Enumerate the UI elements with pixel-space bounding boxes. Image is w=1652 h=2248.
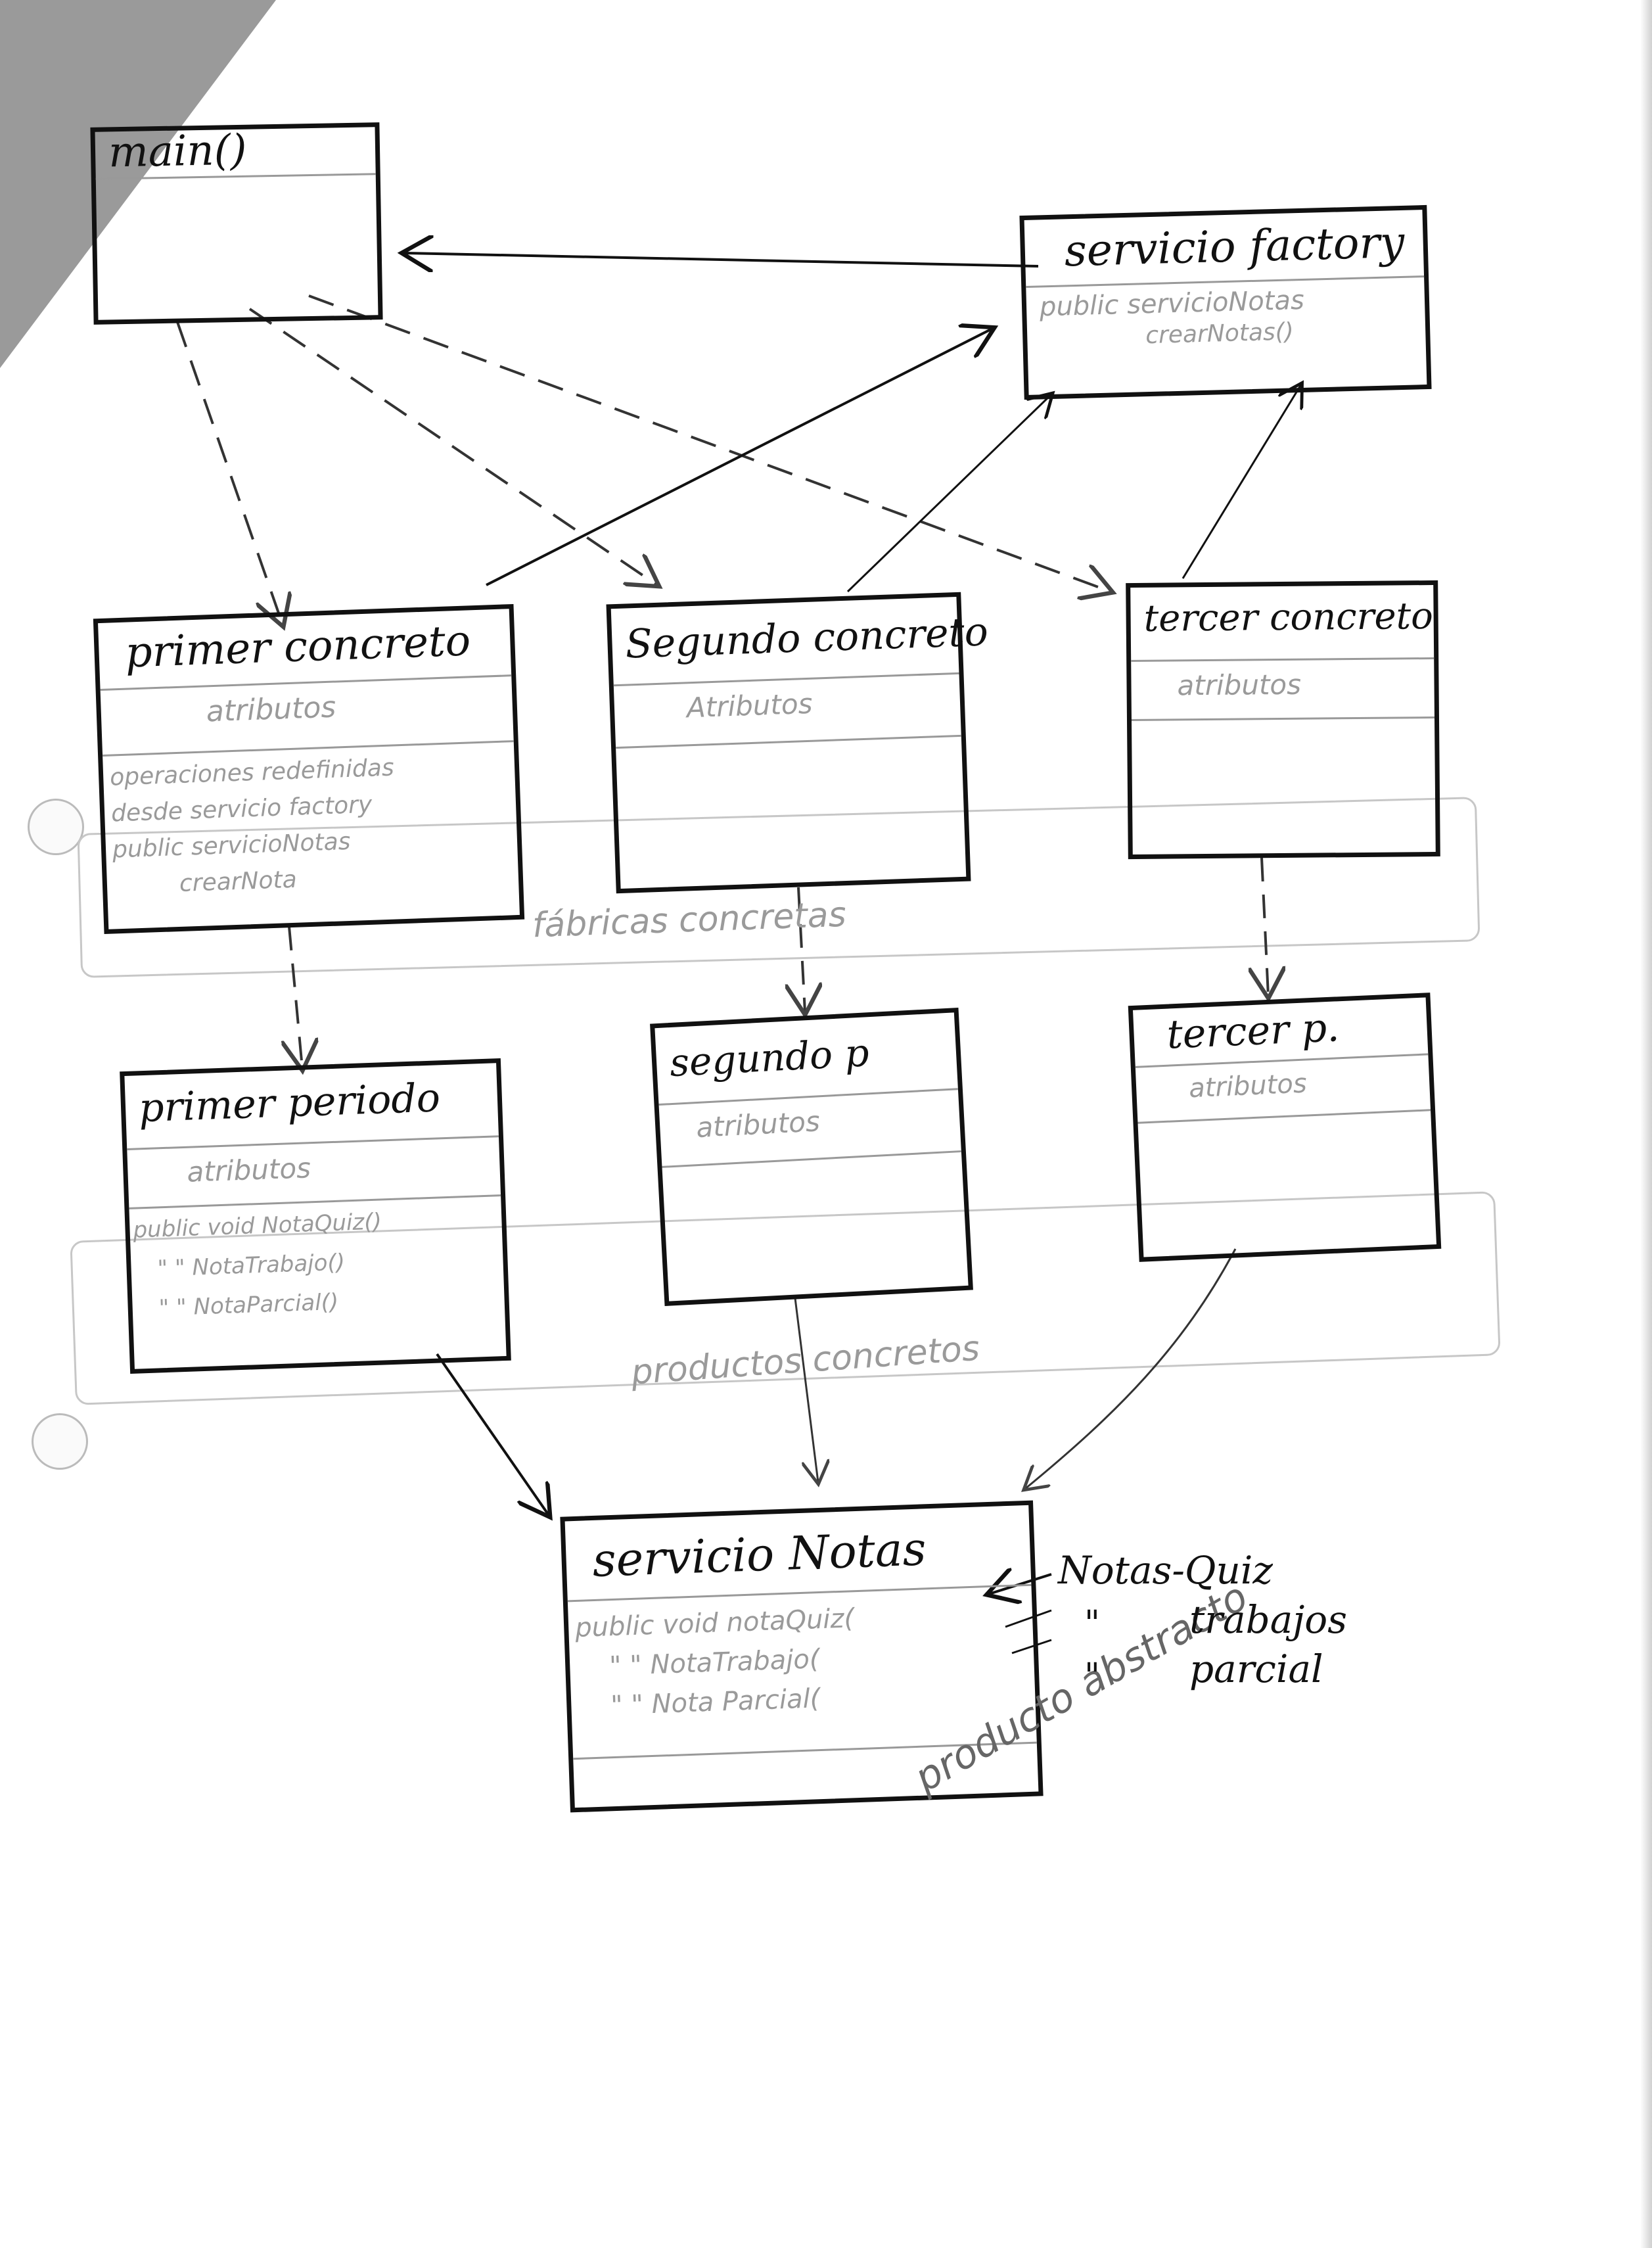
primer-concreto-attributes: atributos [205,690,337,729]
servicio-factory-method-line1: public servicioNotas [1039,285,1305,323]
primer-periodo-box: primer periodo atributos public void Not… [120,1058,511,1374]
parcial-ditto-mark: " [1084,1656,1100,1696]
segundo-p-box: segundo p atributos [650,1007,973,1307]
primer-periodo-method-3: " " NotaParcial() [158,1288,339,1322]
segundo-p-attributes: atributos [695,1105,821,1144]
trabajos-annotation: trabajos [1189,1597,1347,1642]
servicio-notas-title: servicio Notas [591,1522,927,1587]
servicio-notas-method-2: " " NotaTrabajo( [608,1644,821,1682]
servicio-factory-method-line2: crearNotas() [1145,318,1295,350]
tercer-p-to-servicio-notas-line [1025,1248,1237,1489]
primer-concreto-ops-line1: operaciones redefinidas [109,754,395,791]
primer-periodo-attributes: atributos [186,1152,311,1188]
tercer-p-title: tercer p. [1166,1004,1341,1058]
main-to-segundo-concreto-dashed [248,308,657,585]
primer-concreto-to-primer-periodo-dashed [289,926,302,1068]
primer-concreto-ops-line3: public servicioNotas [112,828,352,864]
primer-concreto-box: primer concreto atributos operaciones re… [93,603,525,935]
tercer-concreto-title: tercer concreto [1143,595,1434,640]
binder-hole-bottom [32,1413,88,1470]
primer-periodo-method-2: " " NotaTrabajo() [156,1249,346,1282]
trabajos-pointer [1005,1609,1052,1628]
main-to-primer-concreto-dashed [176,321,283,624]
tercer-concreto-attributes: atributos [1177,668,1302,702]
notas-quiz-pointer [989,1574,1052,1594]
tercer-p-box: tercer p. atributos [1128,993,1442,1262]
primer-concreto-title: primer concreto [124,617,472,678]
servicio-notas-method-3: " " Nota Parcial( [610,1683,821,1721]
segundo-concreto-to-factory-line [846,394,1051,593]
parcial-pointer [1011,1639,1052,1654]
primer-concreto-ops-line2: desde servicio factory [110,791,373,828]
notas-quiz-annotation: Notas-Quiz [1058,1548,1273,1593]
segundo-p-to-servicio-notas-line [794,1298,818,1482]
segundo-concreto-to-segundo-p-dashed [798,887,805,1012]
segundo-concreto-attributes: Atributos [686,687,814,724]
tercer-concreto-box: tercer concreto atributos [1126,580,1440,860]
primer-concreto-ops-line4: crearNota [179,866,298,897]
primer-concreto-to-factory-line [486,329,992,586]
primer-periodo-method-1: public void NotaQuiz() [132,1208,382,1244]
primer-periodo-to-servicio-notas-line [436,1353,549,1515]
trabajos-ditto-mark: " [1084,1604,1100,1643]
segundo-p-title: segundo p [668,1030,871,1086]
servicio-notas-method-1: public void notaQuiz( [574,1603,855,1643]
main-to-tercer-concreto-dashed [308,294,1111,592]
servicio-factory-title: servicio factory [1063,216,1406,277]
tercer-concreto-to-tercer-p-dashed [1262,857,1268,996]
primer-periodo-title: primer periodo [137,1075,441,1132]
parcial-annotation: parcial [1189,1647,1323,1691]
segundo-concreto-box: Segundo concreto Atributos [606,592,989,894]
main-box: main() [90,122,383,325]
page-edge-shadow [1640,0,1652,2248]
tercer-p-attributes: atributos [1188,1068,1308,1104]
servicio-factory-box: servicio factory public servicioNotas cr… [1019,204,1432,400]
tercer-concreto-to-factory-line [1182,385,1301,579]
binder-hole-top [28,799,84,855]
segundo-concreto-title: Segundo concreto [624,609,989,668]
factory-to-main-line [404,253,1039,266]
folded-corner [0,0,276,368]
main-title: main() [108,126,248,177]
